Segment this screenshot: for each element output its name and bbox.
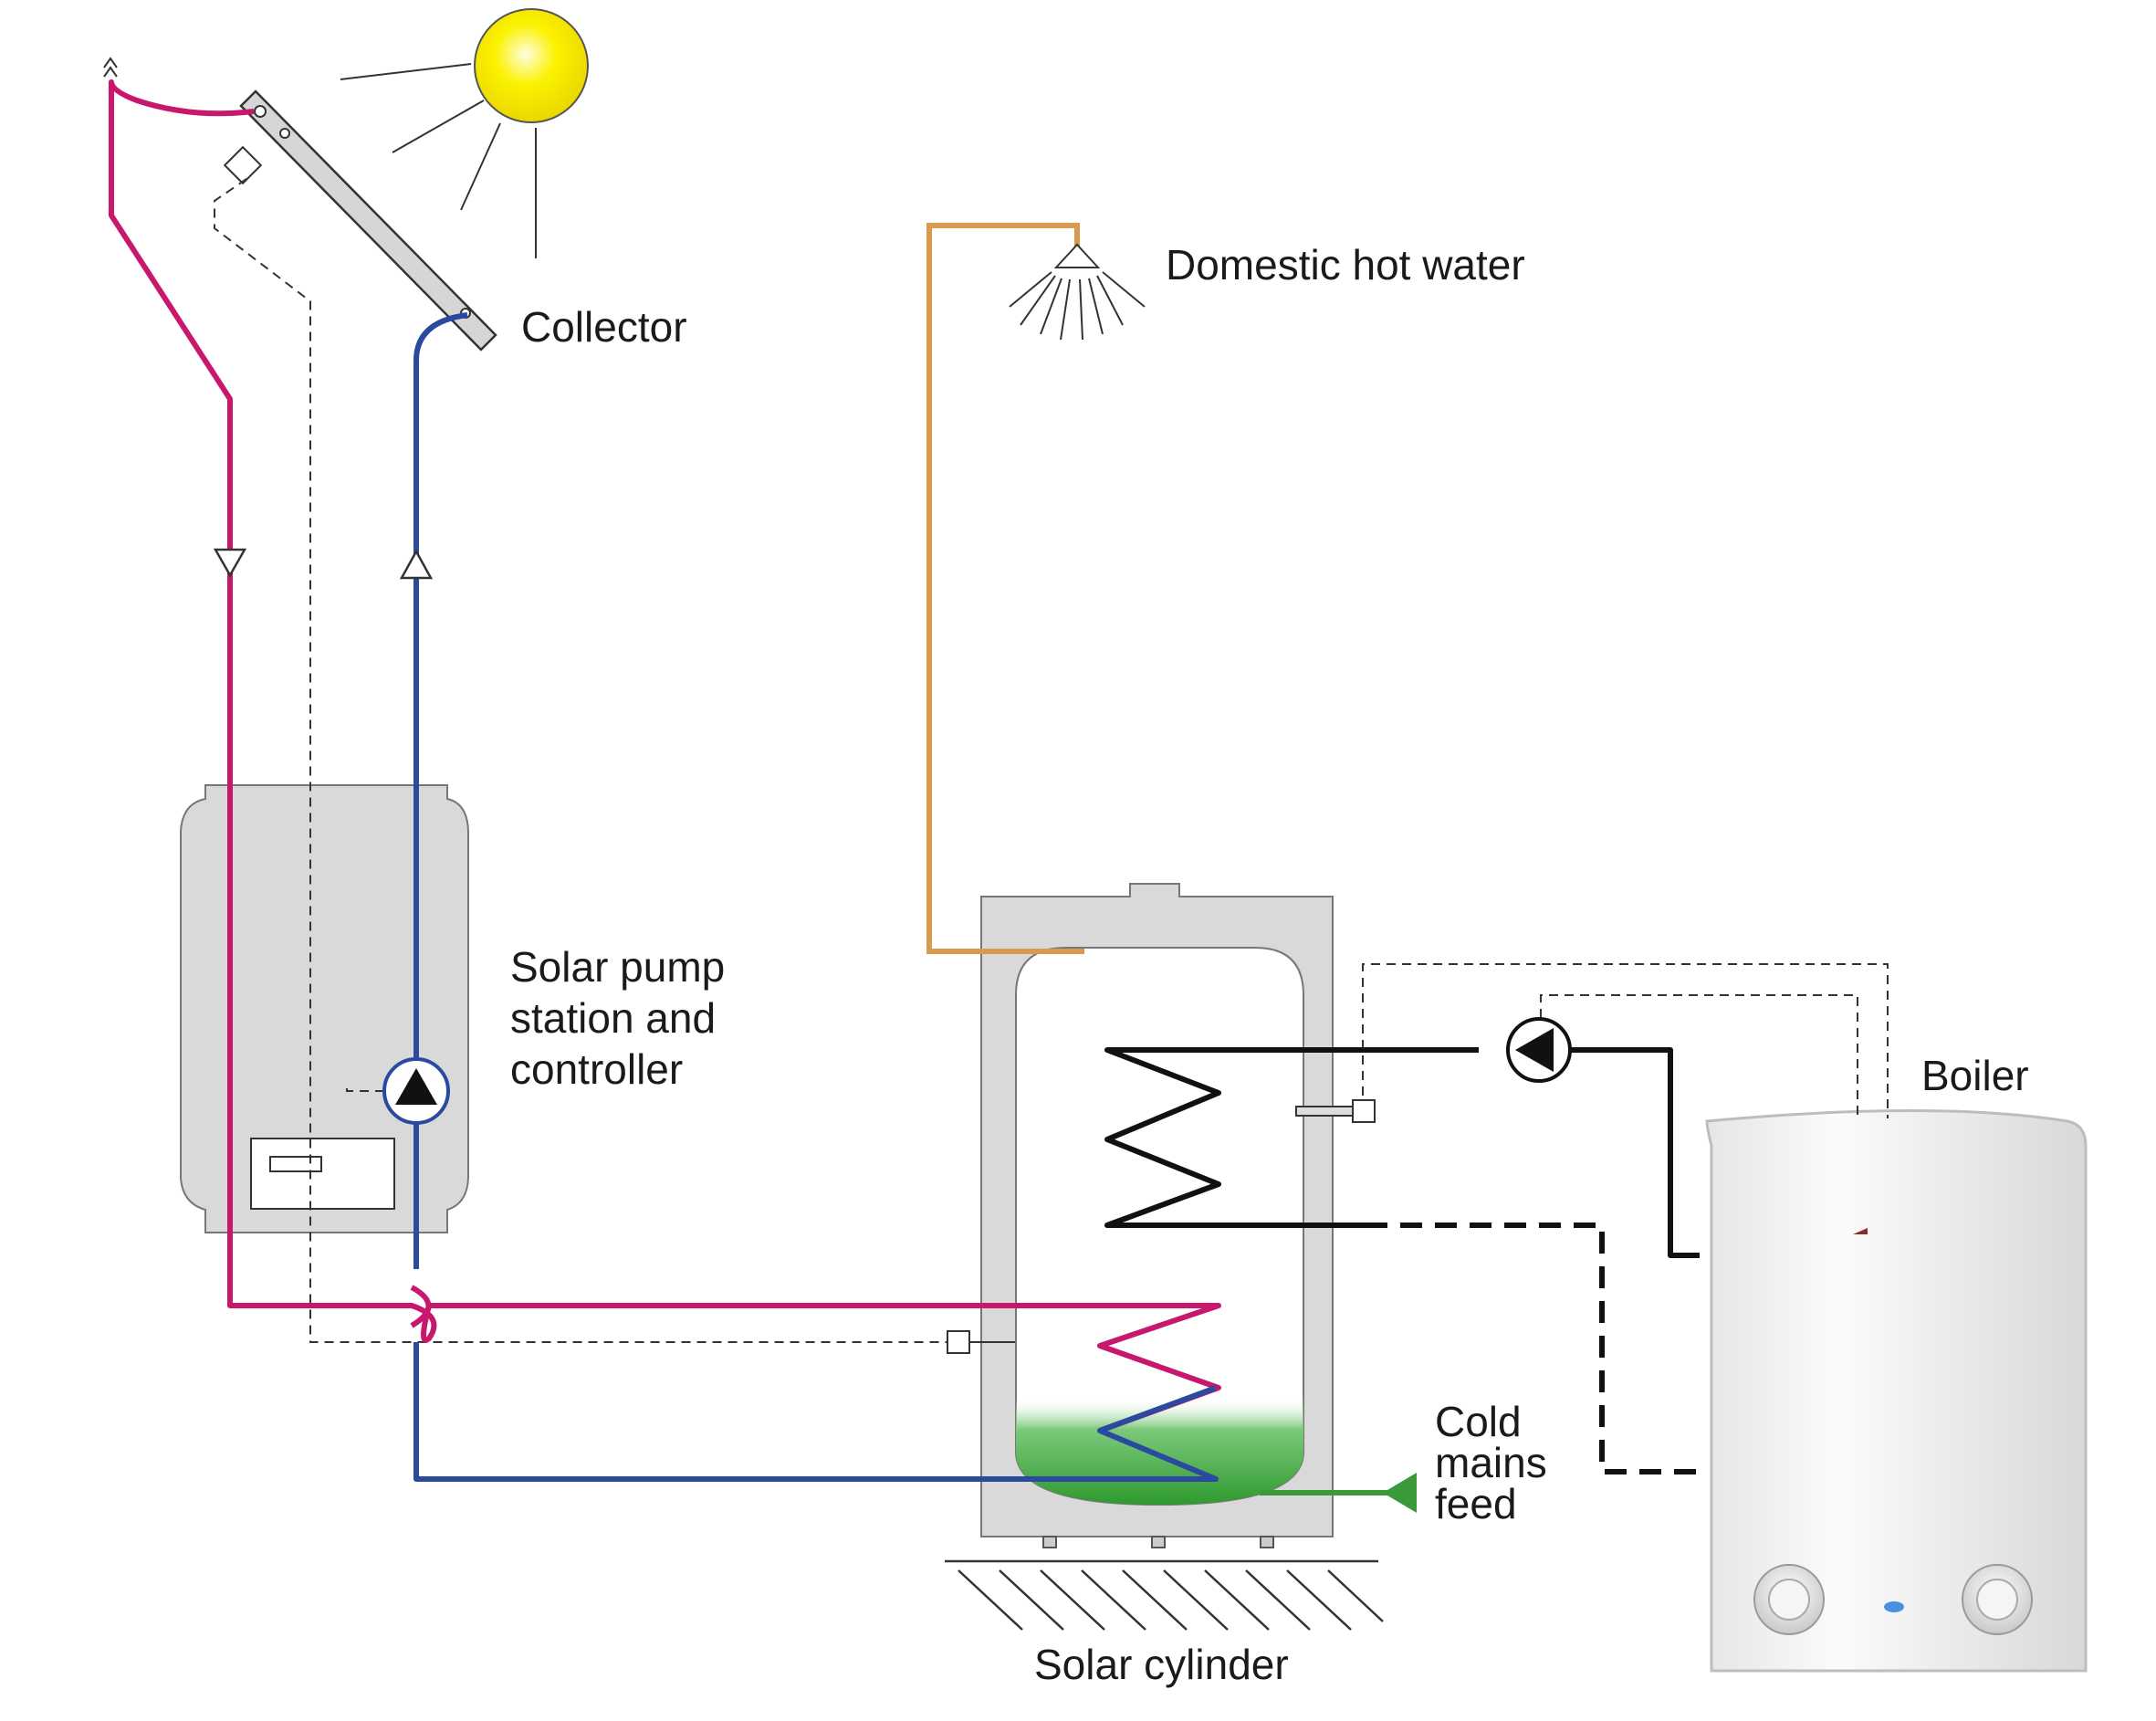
air-vent-icon — [103, 57, 118, 78]
boiler-pump-icon — [1506, 1017, 1572, 1083]
cold-mains-feed-pipe — [1260, 1473, 1417, 1513]
boiler-status-light — [1884, 1601, 1904, 1612]
collector-sensor — [223, 145, 263, 185]
boiler-knob-left — [1753, 1564, 1825, 1635]
shower-head-icon — [1009, 243, 1146, 341]
solar-pump-station — [180, 784, 469, 1233]
ground-hatching — [945, 1559, 1384, 1631]
sun — [340, 8, 589, 258]
boiler — [1705, 1109, 2088, 1673]
collector-panel — [239, 89, 497, 352]
collector-label: Collector — [521, 303, 687, 351]
boiler-label: Boiler — [1921, 1052, 2029, 1099]
solar-return-pipe — [413, 312, 1219, 1482]
solar-pump-station-label: Solar pump station and controller — [510, 943, 726, 1093]
solar-cylinder-label: Solar cylinder — [1034, 1641, 1289, 1688]
solar-pump-icon — [382, 1057, 450, 1125]
hot-water-pipe — [926, 223, 1084, 954]
cold-mains-feed-label: Cold mains feed — [1435, 1398, 1547, 1527]
flow-down-arrow-icon — [213, 548, 247, 578]
boiler-coil — [1104, 1047, 1700, 1258]
solar-cylinder — [980, 883, 1334, 1548]
solar-flow-pipe — [109, 79, 1221, 1433]
cylinder-sensor-upper — [1295, 1099, 1376, 1123]
pipe-crossover — [410, 1285, 432, 1328]
flow-up-arrow-icon — [399, 549, 434, 580]
sensor-wires — [214, 178, 1889, 1343]
cylinder-sensor-lower — [947, 1330, 1015, 1354]
boiler-feed-dashed — [1331, 1223, 1698, 1474]
boiler-knob-right — [1962, 1564, 2033, 1635]
solar-controller — [250, 1138, 395, 1210]
domestic-hot-water-label: Domestic hot water — [1166, 241, 1525, 289]
